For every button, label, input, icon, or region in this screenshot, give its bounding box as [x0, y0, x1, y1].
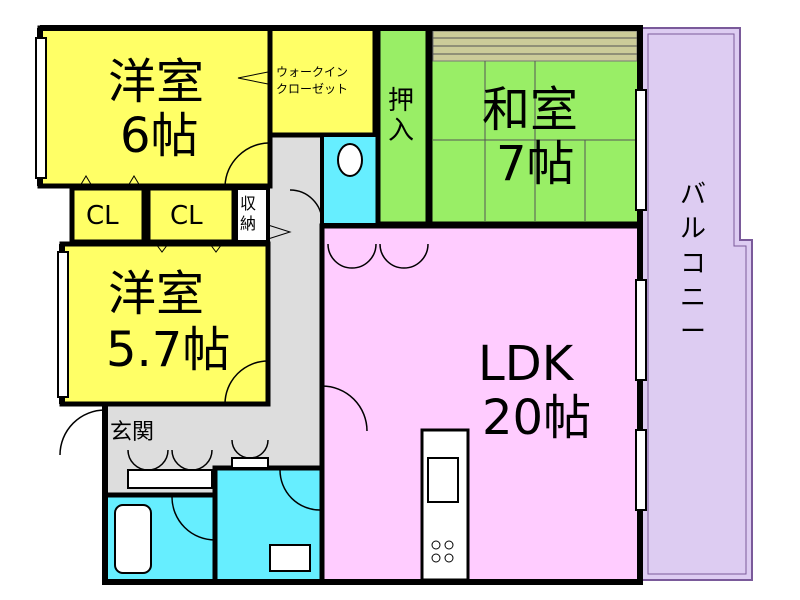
walk-in-closet-line1: ウォークイン [276, 65, 349, 79]
walk-in-closet-line2: クローゼット [276, 82, 349, 96]
closet-door-markers [79, 71, 292, 253]
closet-left-label: CL [86, 201, 119, 231]
storage-line1: 収 [240, 194, 257, 213]
western-room-6-name: 洋室 [108, 54, 205, 110]
tatami-lines [433, 37, 637, 221]
western-room-6-size: 6帖 [120, 108, 199, 164]
western-room-57-size: 5.7帖 [106, 322, 231, 378]
wash-basin [269, 544, 311, 572]
closet-left [69, 185, 147, 245]
ldk-name: LDK [478, 336, 574, 392]
windows [35, 37, 647, 511]
shoe-cabinet [127, 457, 269, 489]
toilet-bowl [337, 143, 363, 177]
washitsu-name: 和室 [482, 82, 579, 138]
entrance-label: 玄関 [110, 420, 155, 445]
bathtub [114, 504, 152, 574]
western-room-57-name: 洋室 [108, 266, 205, 322]
ldk-size: 20帖 [482, 390, 592, 446]
balcony-name: バルコニー [679, 180, 706, 348]
oshiire-line1: 押 [388, 86, 415, 116]
closet-right-label: CL [170, 201, 203, 231]
oshiire-line2: 入 [388, 116, 415, 146]
western-room-57 [59, 241, 271, 407]
washitsu-size: 7帖 [496, 136, 575, 192]
storage-line2: 納 [240, 214, 257, 233]
ldk [319, 223, 643, 585]
kitchen-counter [420, 428, 470, 582]
storage [234, 186, 270, 244]
